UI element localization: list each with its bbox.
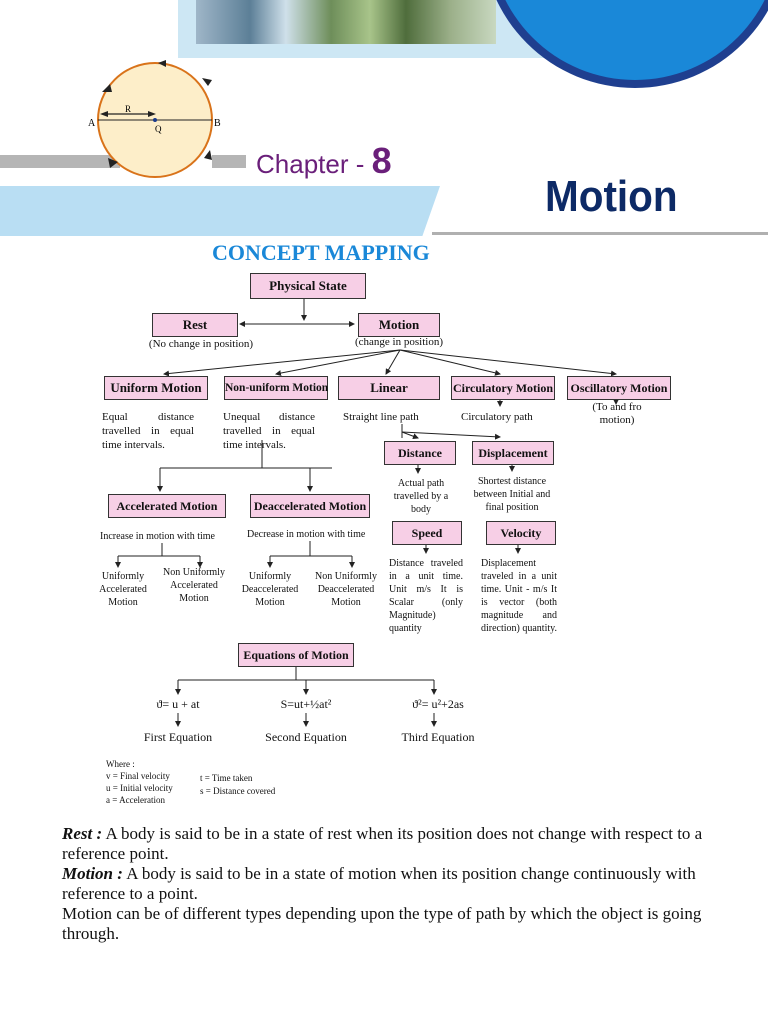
chapter-heading: Chapter - 8: [256, 140, 392, 182]
uniformly-accelerated: Uniformly Accelerated Motion: [99, 571, 147, 608]
equation-3: ϑ²= u²+2as: [412, 697, 464, 711]
page-title: Motion: [545, 172, 678, 221]
where-t: t = Time taken: [200, 773, 253, 783]
box-circulatory-motion: Circulatory Motion: [451, 376, 555, 400]
oscillatory-desc: (To and fro motion): [592, 401, 642, 426]
box-distance: Distance: [384, 441, 456, 465]
rest-definition: Rest : A body is said to be in a state o…: [62, 824, 712, 864]
label-a: A: [88, 118, 96, 129]
chapter-label: Chapter -: [256, 149, 372, 179]
equation-1-label: First Equation: [143, 730, 213, 744]
equation-2-label: Second Equation: [265, 730, 347, 744]
nonuniformly-accelerated: Non Uniformly Accelerated Motion: [163, 567, 225, 604]
label-q: Q: [155, 124, 162, 134]
nonuniform-desc: Unequal distance travelled in equal time…: [223, 411, 315, 451]
velocity-desc: Displacement traveled in a unit time. Un…: [481, 558, 557, 634]
equation-2: S=ut+½at²: [280, 697, 332, 711]
box-linear: Linear: [338, 376, 440, 400]
deaccelerated-desc: Decrease in motion with time: [247, 529, 366, 540]
concept-mapping-heading: CONCEPT MAPPING: [212, 240, 430, 265]
box-velocity: Velocity: [486, 521, 556, 545]
header-photo-strip: [196, 0, 496, 44]
motion-def-text: A body is said to be in a state of motio…: [62, 864, 696, 903]
accelerated-desc: Increase in motion with time: [100, 531, 215, 542]
box-uniform-motion: Uniform Motion: [104, 376, 208, 400]
box-accelerated-motion: Accelerated Motion: [108, 494, 226, 518]
where-a: a = Acceleration: [106, 795, 166, 805]
box-rest: Rest: [152, 313, 238, 337]
circle-motion-diagram: A B R Q: [88, 60, 221, 178]
nonuniformly-deaccelerated: Non Uniformly Deaccelerated Motion: [315, 571, 377, 608]
displacement-desc: Shortest distance between Initial and fi…: [473, 476, 551, 513]
circulatory-desc: Circulatory path: [461, 411, 533, 423]
box-nonuniform-motion: Non-uniform Motion: [224, 376, 328, 400]
chapter-band: [0, 186, 440, 236]
where-label: Where :: [106, 759, 135, 769]
equation-1: ϑ= u + at: [156, 697, 200, 711]
motion-note: (change in position): [355, 336, 443, 348]
chapter-number: 8: [371, 140, 392, 181]
uniform-desc: Equal distance travelled in equal time i…: [102, 411, 194, 451]
box-motion: Motion: [358, 313, 440, 337]
box-oscillatory-motion: Oscillatory Motion: [567, 376, 671, 400]
where-u: u = Initial velocity: [106, 783, 173, 793]
box-physical-state: Physical State: [250, 273, 366, 299]
motion-term: Motion :: [62, 864, 123, 883]
linear-desc: Straight line path: [343, 411, 419, 423]
speed-desc: Distance traveled in a unit time. Unit m…: [389, 558, 463, 634]
rest-note: (No change in position): [148, 338, 254, 350]
equation-3-label: Third Equation: [401, 730, 475, 744]
distance-desc: Actual path travelled by a body: [393, 478, 449, 515]
rest-def-text: A body is said to be in a state of rest …: [62, 824, 703, 863]
box-equations-of-motion: Equations of Motion: [238, 643, 354, 667]
rest-term: Rest :: [62, 824, 103, 843]
motion-types-text: Motion can be of different types dependi…: [62, 904, 702, 943]
label-b: B: [214, 118, 221, 129]
label-r: R: [125, 104, 131, 114]
box-speed: Speed: [392, 521, 462, 545]
where-s: s = Distance covered: [200, 786, 276, 796]
motion-definition: Motion : A body is said to be in a state…: [62, 864, 712, 904]
title-underline: [432, 232, 768, 235]
box-displacement: Displacement: [472, 441, 554, 465]
where-v: v = Final velocity: [106, 771, 170, 781]
grey-bar-right: [212, 155, 246, 168]
box-deaccelerated-motion: Deaccelerated Motion: [250, 494, 370, 518]
grey-bar-left: [0, 155, 120, 168]
uniformly-deaccelerated: Uniformly Deaccelerated Motion: [241, 571, 299, 608]
